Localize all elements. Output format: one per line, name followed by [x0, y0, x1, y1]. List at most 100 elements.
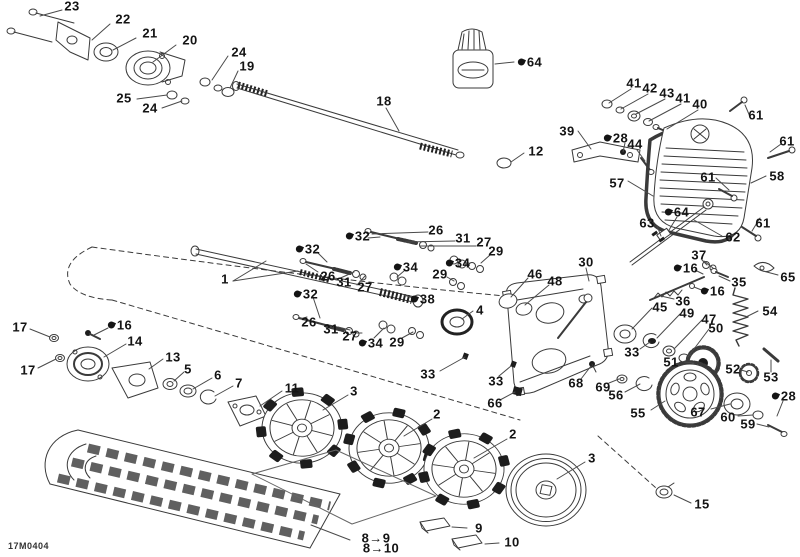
part-label-36: 36 [675, 294, 690, 309]
countershaft-1 [190, 245, 424, 308]
drive-shaft-18 [232, 81, 512, 169]
part-number: 68 [568, 375, 584, 391]
part-number: 12 [528, 143, 544, 159]
part-label-21: 21 [142, 26, 157, 41]
part-label-31: 31 [336, 275, 351, 290]
part-label-27: 27 [342, 329, 357, 344]
part-label-19: 19 [239, 59, 254, 74]
part-number: 34 [402, 259, 419, 275]
part-number: 28 [780, 388, 797, 404]
part-number: 4 [476, 302, 484, 318]
lubricant-droplet-icon [672, 263, 683, 273]
part-number: 27 [476, 234, 492, 250]
part-label-22: 22 [115, 12, 130, 27]
part-number: 43 [659, 85, 675, 101]
part-number: 60 [720, 409, 736, 425]
part-label-39: 39 [559, 124, 574, 139]
part-label-28: 28 [770, 388, 797, 404]
track [44, 429, 437, 549]
part-number: 32 [302, 286, 319, 302]
part-label-9: 9 [475, 521, 483, 536]
part-label-32: 32 [294, 242, 320, 257]
part-label-14: 14 [127, 334, 142, 349]
part-label-18: 18 [376, 94, 391, 109]
part-label-30: 30 [578, 255, 593, 270]
part-label-64: 64 [516, 54, 543, 70]
part-number: 29 [488, 243, 504, 259]
part-number: 29 [389, 334, 405, 350]
part-label-42: 42 [642, 81, 657, 96]
part-label-29: 29 [389, 335, 404, 350]
part-number: 1 [221, 271, 229, 287]
part-label-27: 27 [476, 235, 491, 250]
part-label-65: 65 [780, 270, 795, 285]
part-label-61: 61 [779, 134, 794, 149]
lubricant-droplet-icon [770, 391, 781, 401]
part-number: 39 [559, 123, 575, 139]
part-number: 58 [769, 168, 785, 184]
part-label-37: 37 [691, 248, 706, 263]
lubricant-bottle [452, 28, 494, 89]
part-label-24: 24 [231, 45, 246, 60]
part-number: 62 [725, 229, 741, 245]
part-label-46: 46 [527, 267, 542, 282]
part-number: 45 [652, 299, 668, 315]
part-number: 64 [526, 54, 543, 70]
part-number: 44 [627, 136, 643, 152]
gear-cluster [613, 324, 788, 437]
part-number: 34 [367, 335, 384, 351]
part-label-43: 43 [659, 86, 674, 101]
part-number: 51 [663, 354, 679, 370]
part-number: 18 [376, 93, 392, 109]
part-number: 16 [709, 283, 726, 299]
part-number: 61 [755, 215, 771, 231]
bearing-and-rings [440, 293, 533, 336]
part-label-10: 10 [504, 535, 519, 550]
lubricant-droplet-icon [516, 57, 527, 67]
part-label-4: 4 [476, 303, 484, 318]
part-number: 48 [547, 273, 563, 289]
part-number: 25 [116, 90, 132, 106]
part-number: 37 [691, 247, 707, 263]
part-number: 15 [694, 496, 710, 512]
part-number: 57 [609, 175, 625, 191]
part-number: 8→9 [361, 530, 391, 546]
part-number: 33 [420, 366, 436, 382]
part-number: 36 [675, 293, 691, 309]
part-label-49: 49 [679, 306, 694, 321]
part-number: 5 [184, 361, 192, 377]
part-label-31: 31 [455, 231, 470, 246]
part-label-67: 67 [690, 405, 705, 420]
part-label-1: 1 [221, 272, 229, 287]
part-label-54: 54 [762, 304, 777, 319]
part-label-23: 23 [64, 0, 79, 14]
lubricant-droplet-icon [409, 294, 420, 304]
chaincase-cover [644, 96, 796, 244]
part-number: 47 [701, 311, 717, 327]
part-number: 38 [419, 291, 436, 307]
part-number: 16 [682, 260, 699, 276]
part-label-33: 33 [420, 367, 435, 382]
part-number: 9 [475, 520, 483, 536]
part-label-32: 32 [344, 229, 370, 244]
part-label-26: 26 [428, 223, 443, 238]
part-number: 59 [740, 416, 756, 432]
part-number: 14 [127, 333, 143, 349]
chaincase-housing [462, 274, 614, 397]
part-label-27: 27 [357, 280, 372, 295]
part-number: 54 [762, 303, 778, 319]
part-number: 22 [115, 11, 131, 27]
part-label-8-9: 8→9 [362, 531, 391, 546]
part-label-44: 44 [627, 137, 642, 152]
part-label-7: 7 [235, 376, 243, 391]
part-number: 31 [323, 321, 339, 337]
part-label-26: 26 [301, 315, 316, 330]
part-label-16: 16 [672, 260, 699, 276]
part-label-47: 47 [701, 312, 716, 327]
part-number: 67 [690, 404, 706, 420]
part-label-59: 59 [740, 417, 755, 432]
part-label-33: 33 [488, 374, 503, 389]
part-label-6: 6 [214, 368, 222, 383]
part-number: 3 [350, 383, 358, 399]
